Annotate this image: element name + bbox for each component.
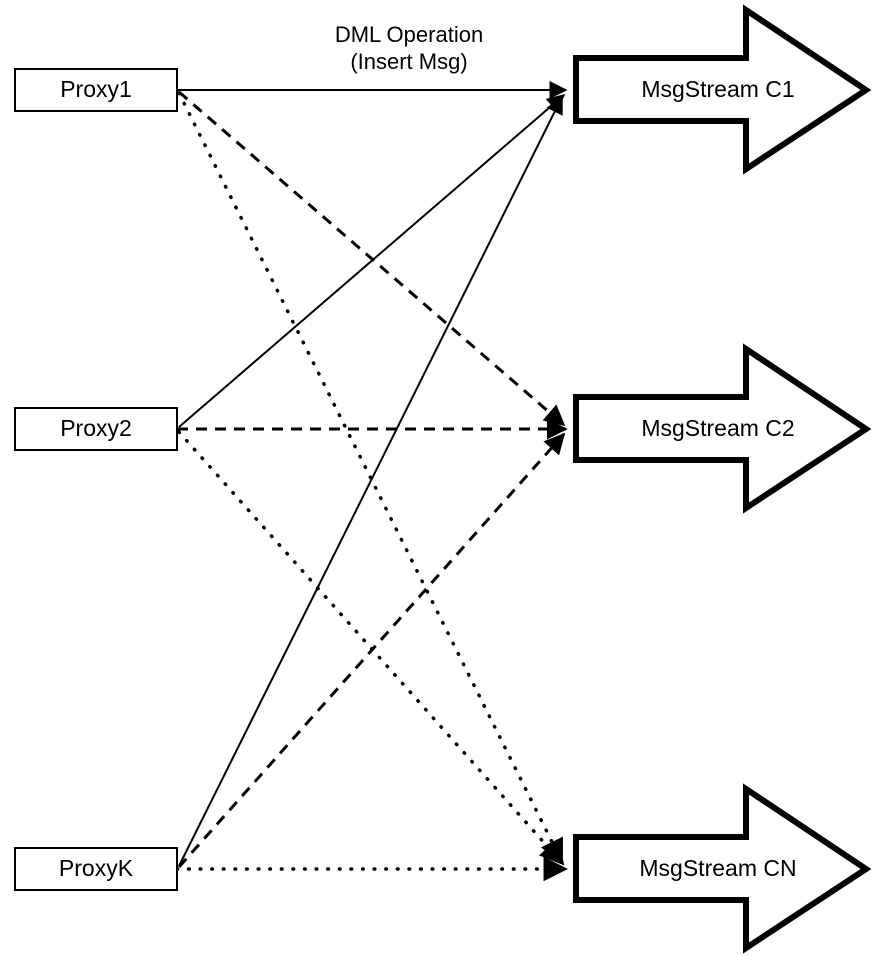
proxy-node-proxy2[interactable]: Proxy2 — [14, 407, 178, 451]
block-arrow-shape[interactable] — [573, 783, 872, 954]
msgstream-node-c2[interactable]: MsgStream C2 — [573, 343, 872, 514]
msgstream-node-c1[interactable]: MsgStream C1 — [573, 4, 872, 175]
proxy-box-rect[interactable] — [14, 68, 178, 112]
proxy-nodes: Proxy1 Proxy2 ProxyK — [14, 68, 178, 891]
connection-proxy1-to-stream-c2 — [178, 90, 566, 427]
msgstream-label: MsgStream C1 — [641, 76, 794, 102]
proxy-box-rect[interactable] — [14, 847, 178, 891]
proxy-node-proxyk[interactable]: ProxyK — [14, 847, 178, 891]
connection-proxyk-to-stream-c2 — [177, 432, 566, 868]
connection-proxy1-to-stream-cn — [177, 91, 564, 864]
msgstream-label: MsgStream C2 — [641, 415, 794, 441]
connection-proxy2-to-stream-c1 — [178, 94, 566, 428]
block-arrow-shape[interactable] — [573, 343, 872, 514]
proxy-node-proxy1[interactable]: Proxy1 — [14, 68, 178, 112]
msgstream-node-cn[interactable]: MsgStream CN — [573, 783, 872, 954]
proxy-label: Proxy2 — [60, 415, 132, 441]
connection-proxyk-to-stream-c1 — [178, 95, 563, 867]
proxy-label: ProxyK — [59, 855, 134, 881]
edge-label-dml-operation: DML Operation (Insert Msg) — [335, 22, 483, 74]
block-arrow-shape[interactable] — [573, 4, 872, 175]
proxy-box-rect[interactable] — [14, 407, 178, 451]
connection-proxy2-to-stream-cn — [177, 430, 565, 866]
edge-label-line2: (Insert Msg) — [350, 49, 467, 74]
connection-lines — [175, 81, 569, 882]
msgstream-label: MsgStream CN — [639, 855, 796, 881]
proxy-label: Proxy1 — [60, 76, 132, 102]
edge-label-line1: DML Operation — [335, 22, 483, 47]
msgstream-nodes: MsgStream C1 MsgStream C2 MsgStream CN — [573, 4, 872, 954]
